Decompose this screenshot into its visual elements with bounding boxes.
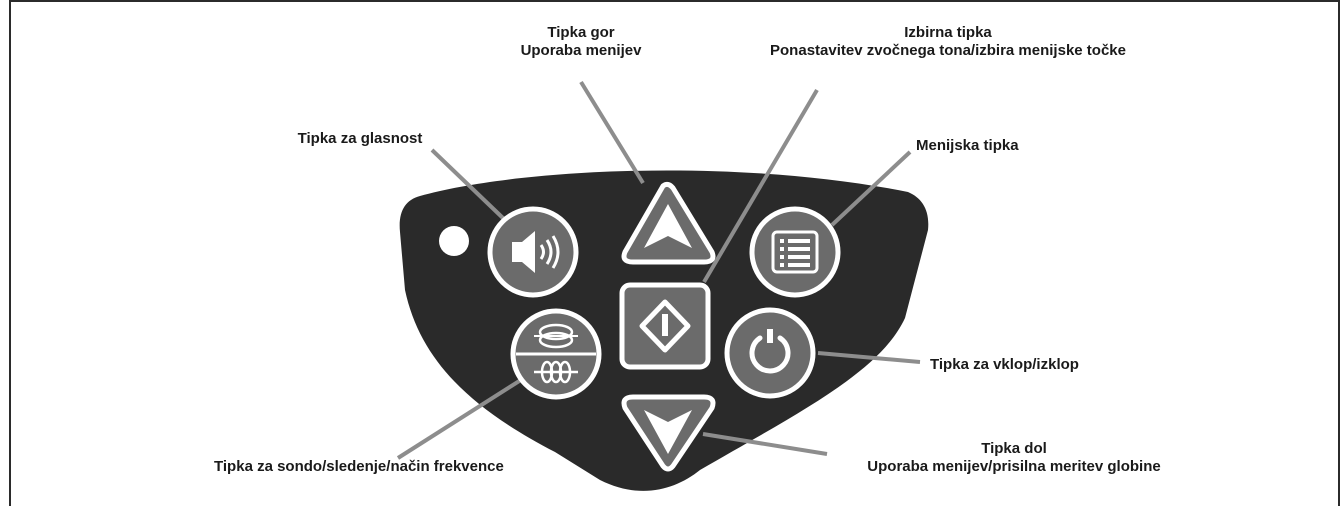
- up-key-label: Tipka gor Uporaba menijev: [521, 24, 642, 60]
- up-key-title: Tipka gor: [547, 24, 615, 41]
- arrow-down-icon: [644, 410, 692, 454]
- leader-line-power: [817, 351, 921, 364]
- figure-frame: [9, 0, 1340, 506]
- list-menu-icon: [771, 230, 819, 274]
- volume-key-label: Tipka za glasnost: [297, 130, 423, 147]
- down-key-title: Tipka dol: [981, 440, 1047, 457]
- arrow-up-icon: [644, 204, 692, 248]
- leader-line-mode: [396, 376, 526, 460]
- mode-key-label: Tipka za sondo/sledenje/način frekvence: [214, 458, 504, 475]
- leader-line-volume: [430, 148, 507, 222]
- leader-line-menu: [830, 150, 912, 227]
- coil-mode-icon: [534, 323, 578, 384]
- select-key-label: Izbirna tipka Ponastavitev zvočnega tona…: [770, 24, 1126, 60]
- menu-key-label: Menijska tipka: [916, 137, 1019, 154]
- power-key-label: Tipka za vklop/izklop: [930, 356, 1079, 373]
- mode-button[interactable]: [510, 308, 602, 400]
- up-key-description: Uporaba menijev: [520, 42, 642, 59]
- power-icon: [749, 329, 791, 374]
- down-button[interactable]: [621, 394, 716, 472]
- diamond-select-icon: [639, 299, 691, 353]
- down-key-description: Uporaba menijev/prisilna meritev globine: [867, 458, 1161, 475]
- leader-line-select: [702, 88, 819, 284]
- volume-button[interactable]: [487, 206, 579, 298]
- select-button[interactable]: [619, 282, 711, 370]
- power-button[interactable]: [724, 307, 816, 399]
- leader-line-up: [579, 80, 645, 185]
- select-key-description: Ponastavitev zvočnega tona/izbira menijs…: [770, 42, 1126, 59]
- leader-line-down: [702, 432, 828, 456]
- select-key-title: Izbirna tipka: [904, 24, 992, 41]
- down-key-label: Tipka dol Uporaba menijev/prisilna merit…: [867, 440, 1160, 476]
- menu-button[interactable]: [749, 206, 841, 298]
- speaker-icon: [512, 231, 560, 273]
- up-button[interactable]: [621, 181, 716, 265]
- status-led: [439, 226, 469, 256]
